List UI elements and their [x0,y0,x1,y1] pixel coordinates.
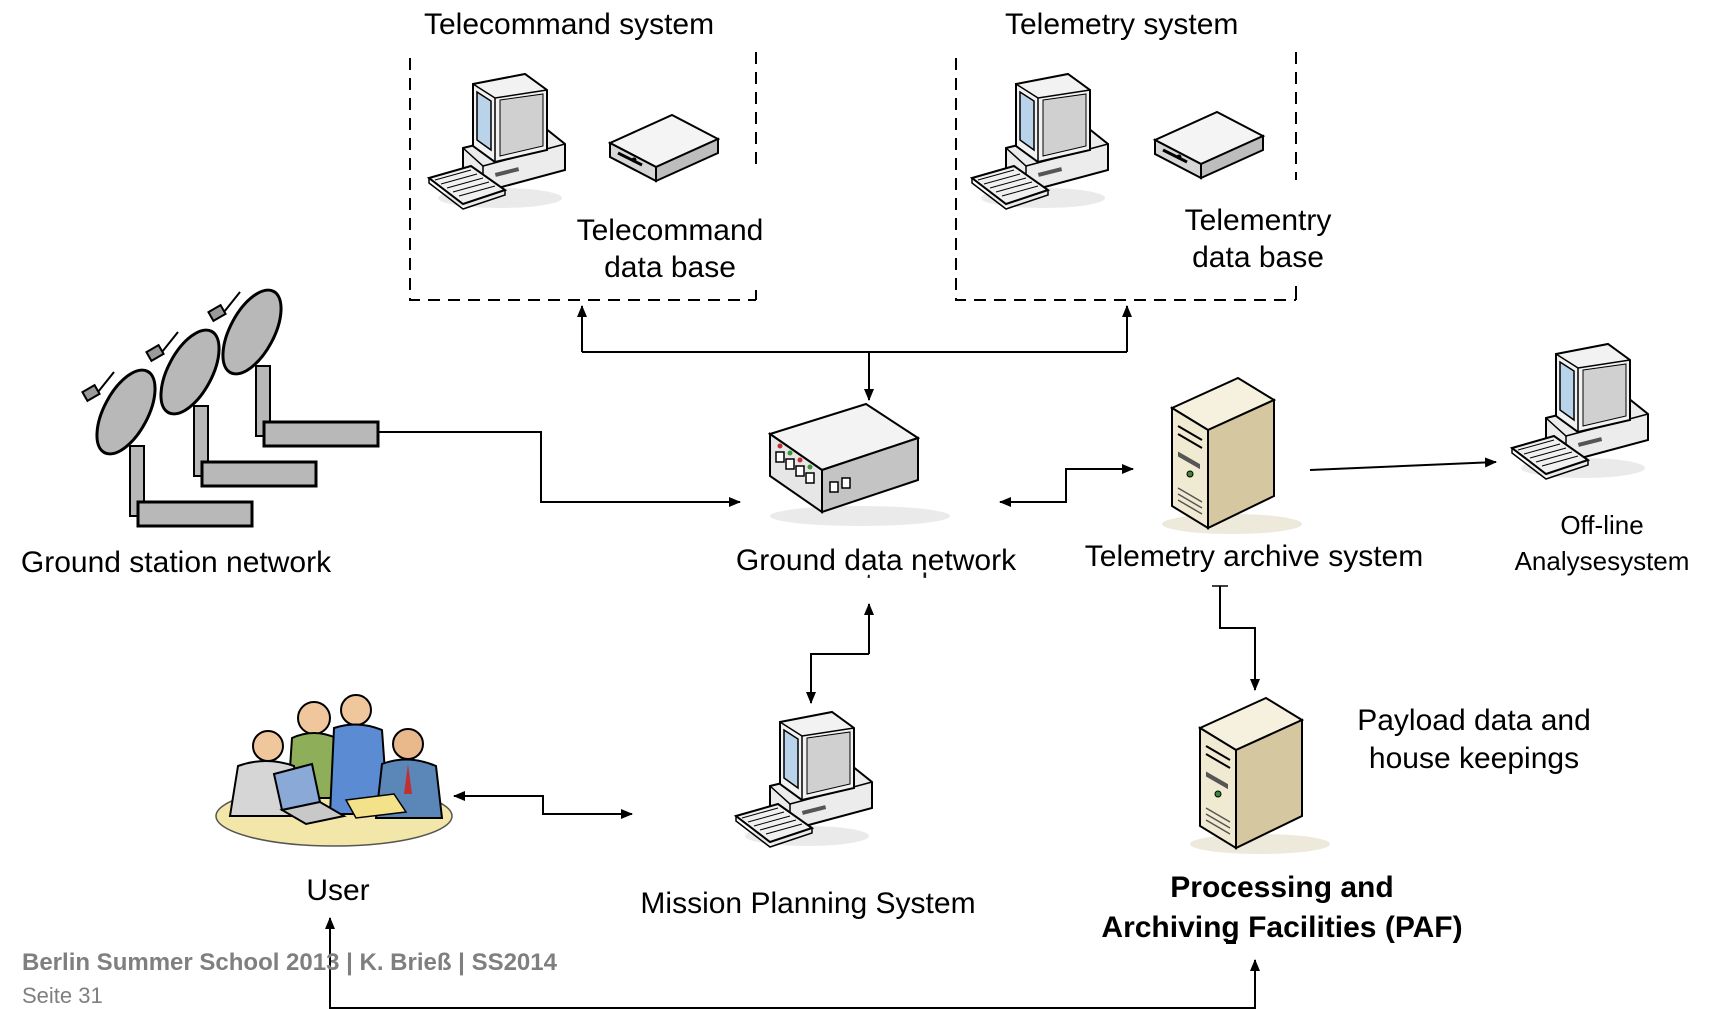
connector-user [453,791,633,819]
telemetry-database-label-line1: Telementry [1185,204,1332,237]
telecommand-database-icon [608,113,720,183]
ground-data-network-label: Ground data network [736,544,1017,577]
telemetry-archive-label: Telemetry archive system [1085,540,1423,573]
telemetry-system-box [955,52,1297,301]
offline-analysis-computer-icon [1511,343,1649,480]
telemetry-system-title: Telemetry system [1005,8,1238,41]
connector-offline [1309,457,1497,471]
paf-label-line2: Archiving Facilities (PAF) [1101,911,1462,944]
telemetry-archive-server-icon [1161,377,1303,535]
mission-planning-computer-icon [735,711,873,848]
telecommand-system-title: Telecommand system [424,8,714,41]
telecommand-database-label-line2: data base [604,251,736,284]
paf-label-line1: Processing and [1170,871,1393,904]
user-label: User [306,874,369,907]
footer-credit: Berlin Summer School 2013 | K. Brieß | S… [22,949,558,976]
paf-note-line1: Payload data and [1357,704,1591,737]
offline-analysis-label-line1: Off-line [1560,510,1643,540]
network-switch-icon [767,402,950,526]
user-group-icon [215,694,453,847]
ground-station-antennas-icon [80,279,380,528]
footer-page-number: Seite 31 [22,983,103,1008]
offline-analysis-label-line2: Analysesystem [1515,546,1690,576]
telemetry-database-icon [1153,110,1265,180]
paf-note-line2: house keepings [1369,742,1579,775]
telemetry-computer-icon [971,73,1109,210]
telemetry-database-label-line2: data base [1192,241,1324,274]
connector-archive [999,464,1134,507]
paf-server-icon [1189,697,1331,855]
ground-station-network-label: Ground station network [21,546,332,579]
connector-ground-stations [345,427,741,507]
telecommand-computer-icon [428,73,566,210]
mission-planning-label: Mission Planning System [640,887,975,920]
telecommand-database-label-line1: Telecommand [577,214,764,247]
telecommand-system-box [409,52,757,301]
connector-lines [325,305,1497,1009]
connector-paf [1219,586,1260,691]
